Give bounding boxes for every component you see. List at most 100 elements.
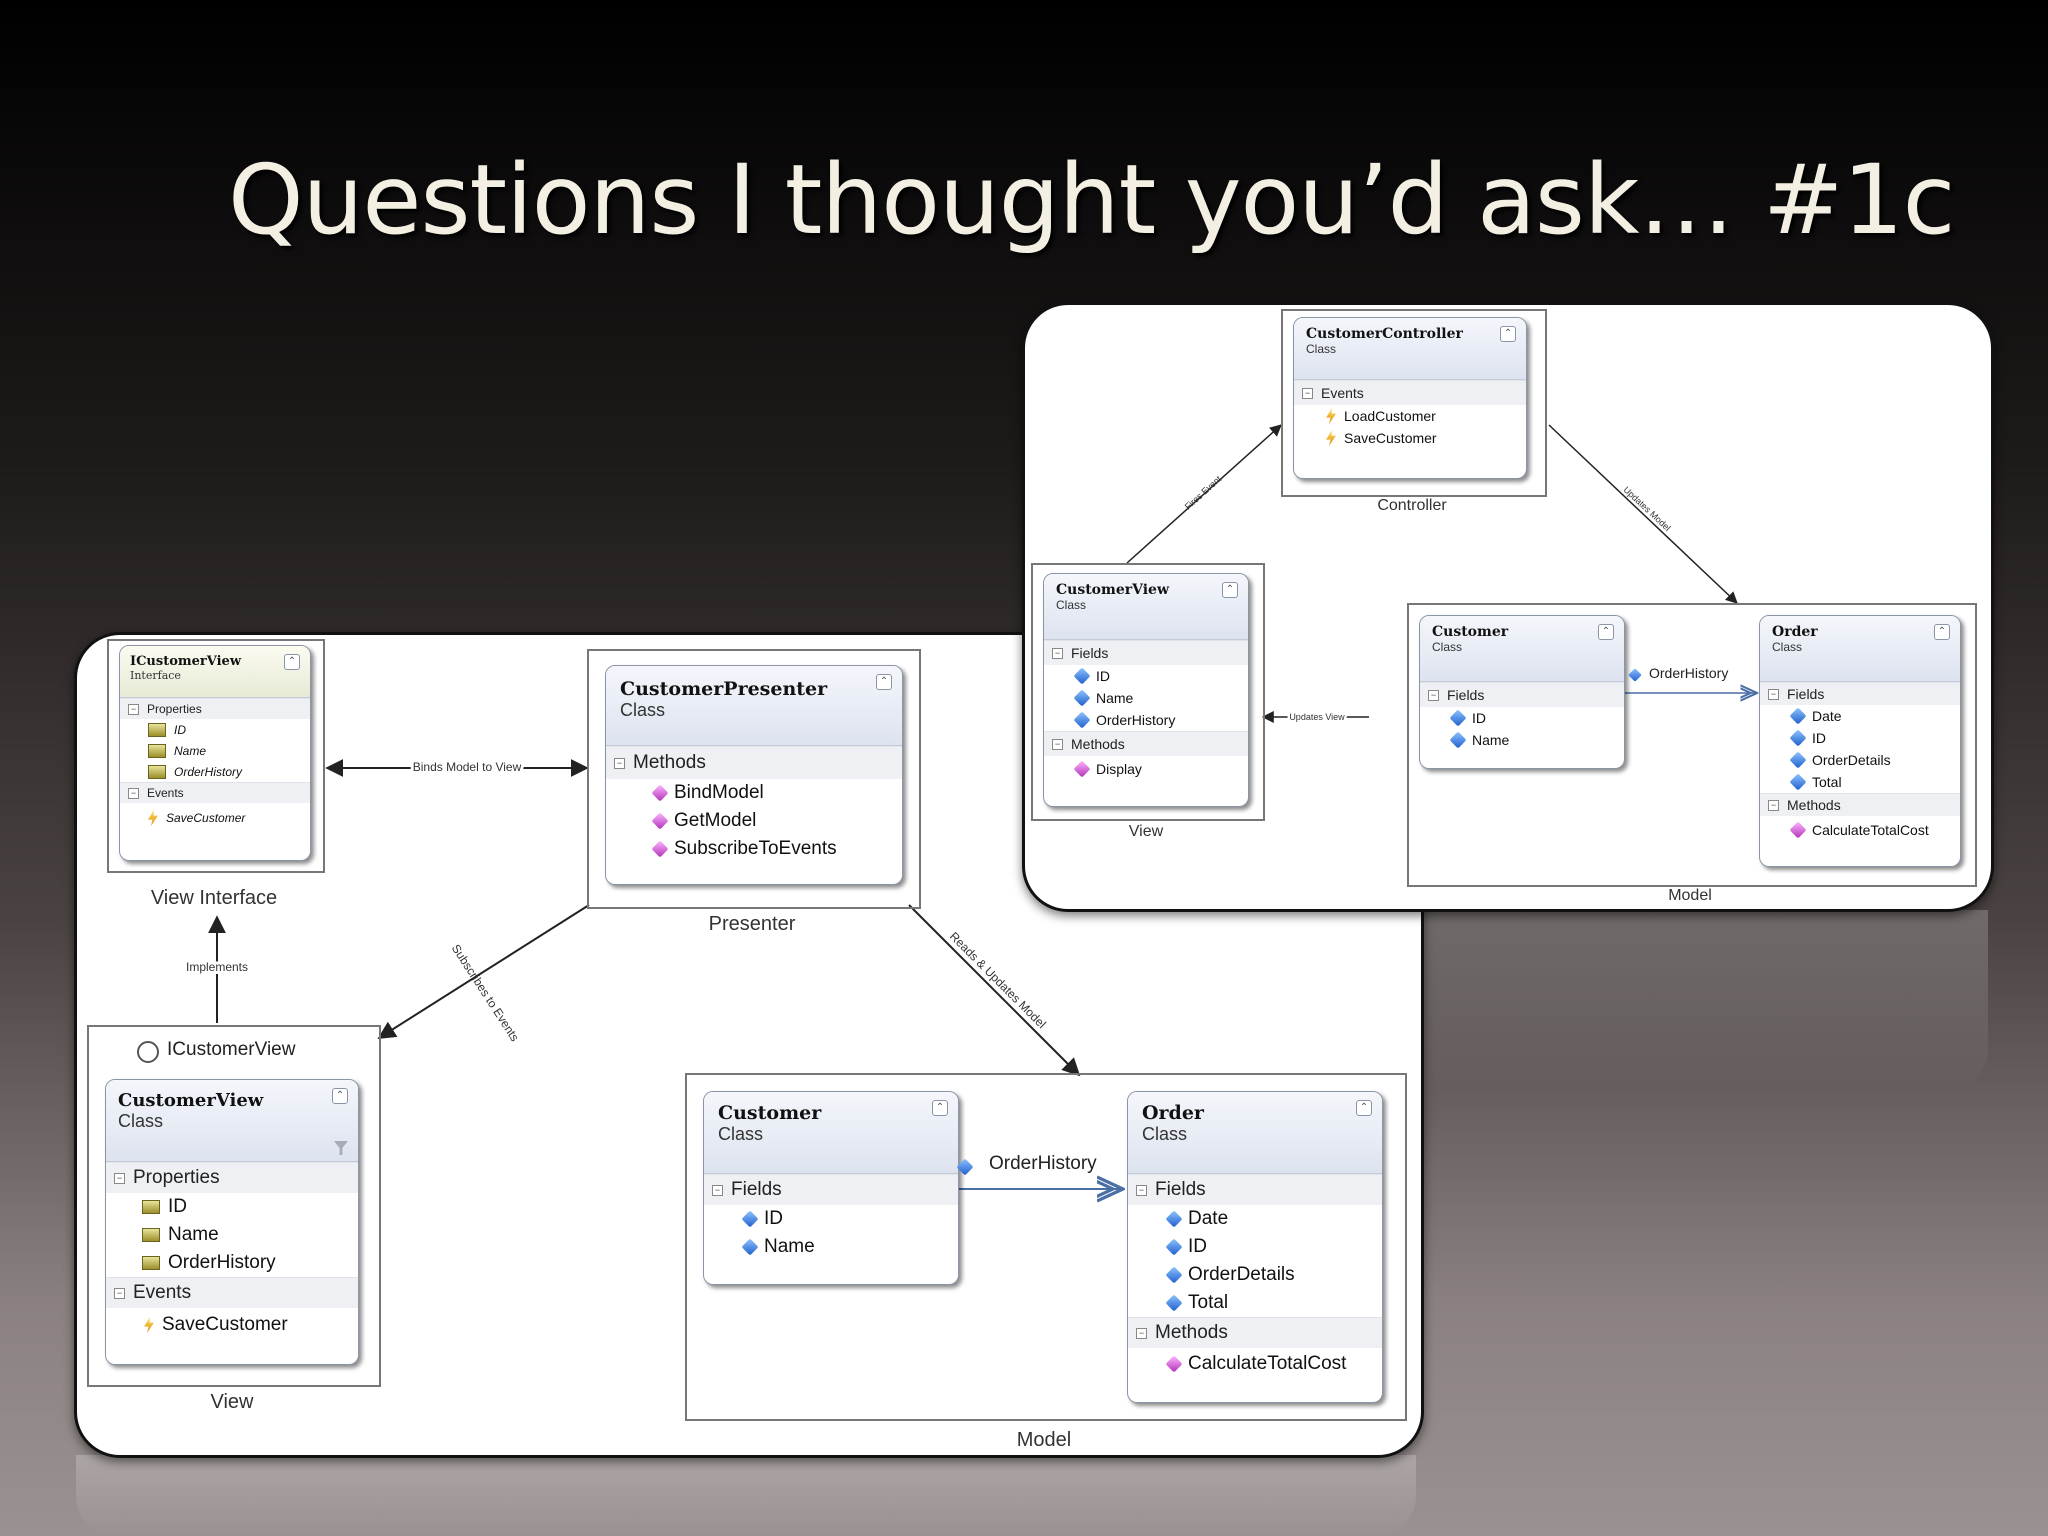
field-item[interactable]: OrderHistory bbox=[1044, 709, 1248, 731]
property-item[interactable]: OrderHistory bbox=[120, 761, 310, 782]
methods-section[interactable]: −Methods bbox=[1760, 793, 1960, 816]
method-item[interactable]: SubscribeToEvents bbox=[606, 835, 902, 863]
event-item[interactable]: SaveCustomer bbox=[106, 1308, 358, 1342]
updates-view-label: Updates View bbox=[1289, 712, 1345, 722]
field-item[interactable]: Name bbox=[1420, 729, 1624, 751]
method-item[interactable]: BindModel bbox=[606, 779, 902, 807]
customerpresenter-class-box[interactable]: CustomerPresenter Class ⌃ −Methods BindM… bbox=[605, 665, 903, 885]
filter-icon[interactable] bbox=[334, 1141, 348, 1155]
icustomerview-name: ICustomerView bbox=[130, 654, 242, 669]
field-item[interactable]: ID bbox=[1044, 665, 1248, 687]
view-interface-label: View Interface bbox=[150, 887, 278, 909]
collapse-icon[interactable]: ⌃ bbox=[1356, 1100, 1372, 1116]
field-item[interactable]: Name bbox=[704, 1233, 958, 1261]
event-icon bbox=[1326, 430, 1336, 446]
method-item[interactable]: CalculateTotalCost bbox=[1760, 816, 1960, 844]
order-kind-right: Class bbox=[1772, 640, 1803, 654]
implements-label: Implements bbox=[186, 960, 248, 974]
event-item[interactable]: SaveCustomer bbox=[1294, 427, 1526, 449]
field-icon bbox=[1789, 729, 1807, 747]
method-item[interactable]: GetModel bbox=[606, 807, 902, 835]
customer-name-right: Customer bbox=[1432, 624, 1509, 640]
method-icon bbox=[1073, 760, 1091, 778]
event-item[interactable]: SaveCustomer bbox=[120, 803, 310, 833]
customer-class-box[interactable]: Customer Class ⌃ −Fields ID Name bbox=[703, 1091, 959, 1285]
reads-label: Reads & Updates Model bbox=[947, 929, 1049, 1031]
orderhistory-association-label: OrderHistory bbox=[989, 1153, 1097, 1174]
customer-class-box-right[interactable]: Customer Class ⌃ −Fields ID Name bbox=[1419, 615, 1625, 769]
method-item[interactable]: CalculateTotalCost bbox=[1128, 1348, 1382, 1380]
field-item[interactable]: ID bbox=[1420, 707, 1624, 729]
view-label-right: View bbox=[1128, 823, 1164, 840]
icustomerview-interface-box[interactable]: ICustomerView Interface ⌃ −Properties ID… bbox=[119, 645, 311, 861]
property-item[interactable]: ID bbox=[106, 1193, 358, 1221]
events-section[interactable]: −Events bbox=[106, 1277, 358, 1308]
model-label: Model bbox=[1016, 1429, 1072, 1451]
customerview-class-box[interactable]: CustomerView Class ⌃ −Properties ID Name… bbox=[105, 1079, 359, 1365]
customerview-class-box-right[interactable]: CustomerView Class ⌃ −Fields ID Name Ord… bbox=[1043, 573, 1249, 807]
field-item[interactable]: OrderDetails bbox=[1128, 1261, 1382, 1289]
customerpresenter-name: CustomerPresenter bbox=[620, 678, 828, 700]
mvp-connectors: Binds Model to View Implements Subscribe… bbox=[183, 757, 1421, 1455]
fields-section[interactable]: −Fields bbox=[1760, 682, 1960, 705]
field-item[interactable]: OrderDetails bbox=[1760, 749, 1960, 771]
events-section[interactable]: −Events bbox=[120, 782, 310, 803]
properties-section[interactable]: −Properties bbox=[120, 698, 310, 719]
order-name-right: Order bbox=[1772, 624, 1818, 640]
collapse-icon[interactable]: ⌃ bbox=[1500, 326, 1516, 342]
field-icon bbox=[741, 1238, 759, 1256]
field-item[interactable]: ID bbox=[1128, 1233, 1382, 1261]
collapse-icon[interactable]: ⌃ bbox=[876, 674, 892, 690]
collapse-icon[interactable]: ⌃ bbox=[1598, 624, 1614, 640]
field-item[interactable]: Date bbox=[1760, 705, 1960, 727]
model-label-right: Model bbox=[1668, 887, 1712, 904]
collapse-icon[interactable]: ⌃ bbox=[284, 654, 300, 670]
field-item[interactable]: Total bbox=[1128, 1289, 1382, 1317]
interface-lollipop-icon bbox=[137, 1041, 159, 1063]
method-item[interactable]: Display bbox=[1044, 756, 1248, 782]
property-icon bbox=[142, 1228, 160, 1242]
field-item[interactable]: ID bbox=[1760, 727, 1960, 749]
customerview-kind: Class bbox=[118, 1111, 164, 1131]
collapse-icon[interactable]: ⌃ bbox=[932, 1100, 948, 1116]
fields-section[interactable]: −Fields bbox=[1044, 640, 1248, 665]
properties-section[interactable]: −Properties bbox=[106, 1162, 358, 1193]
property-item[interactable]: ID bbox=[120, 719, 310, 740]
events-section[interactable]: −Events bbox=[1294, 380, 1526, 405]
view-group bbox=[87, 1025, 381, 1387]
methods-section[interactable]: −Methods bbox=[606, 746, 902, 779]
field-item[interactable]: Name bbox=[1044, 687, 1248, 709]
reads-edge bbox=[908, 904, 1081, 1077]
collapse-icon[interactable]: ⌃ bbox=[332, 1088, 348, 1104]
property-item[interactable]: Name bbox=[120, 740, 310, 761]
field-icon bbox=[1165, 1294, 1183, 1312]
property-item[interactable]: Name bbox=[106, 1221, 358, 1249]
order-class-box[interactable]: Order Class ⌃ −Fields Date ID OrderDetai… bbox=[1127, 1091, 1383, 1403]
field-icon bbox=[1165, 1210, 1183, 1228]
property-item[interactable]: OrderHistory bbox=[106, 1249, 358, 1277]
fields-section[interactable]: −Fields bbox=[1128, 1174, 1382, 1205]
field-icon bbox=[1449, 709, 1467, 727]
controller-group bbox=[1281, 309, 1547, 497]
presenter-label: Presenter bbox=[708, 913, 796, 935]
field-item[interactable]: Date bbox=[1128, 1205, 1382, 1233]
methods-section[interactable]: −Methods bbox=[1044, 731, 1248, 756]
orderhistory-association-label-right: OrderHistory bbox=[1649, 665, 1729, 681]
field-icon bbox=[1789, 751, 1807, 769]
collapse-icon[interactable]: ⌃ bbox=[1934, 624, 1950, 640]
collapse-icon[interactable]: ⌃ bbox=[1222, 582, 1238, 598]
implemented-interface-label: ICustomerView bbox=[167, 1039, 296, 1060]
event-item[interactable]: LoadCustomer bbox=[1294, 405, 1526, 427]
order-class-box-right[interactable]: Order Class ⌃ −Fields Date ID OrderDetai… bbox=[1759, 615, 1961, 867]
updates-model-edge bbox=[1548, 424, 1738, 604]
methods-section[interactable]: −Methods bbox=[1128, 1317, 1382, 1348]
field-item[interactable]: Total bbox=[1760, 771, 1960, 793]
field-item[interactable]: ID bbox=[704, 1205, 958, 1233]
customercontroller-class-box[interactable]: CustomerController Class ⌃ −Events LoadC… bbox=[1293, 317, 1527, 479]
controller-label: Controller bbox=[1377, 497, 1447, 514]
order-kind: Class bbox=[1142, 1124, 1188, 1144]
fields-section[interactable]: −Fields bbox=[704, 1174, 958, 1205]
customer-name: Customer bbox=[718, 1102, 822, 1124]
fires-event-label: Fires Event bbox=[1183, 473, 1224, 511]
fields-section[interactable]: −Fields bbox=[1420, 682, 1624, 707]
